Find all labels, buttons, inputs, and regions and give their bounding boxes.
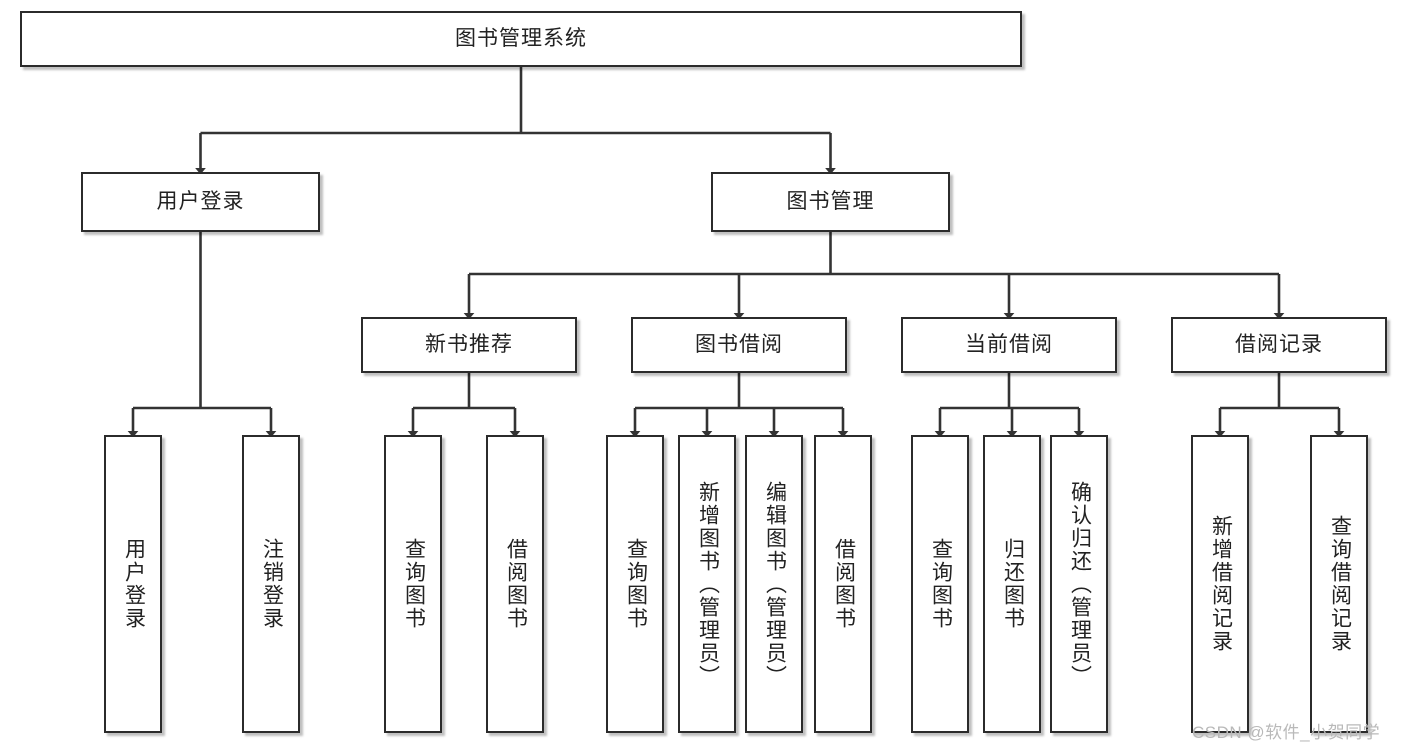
- node-newbook[interactable]: 新书推荐: [361, 317, 577, 373]
- node-bookmgmt[interactable]: 图书管理: [711, 172, 950, 232]
- node-l-rquery[interactable]: 查询借阅记录: [1310, 435, 1368, 733]
- watermark: CSDN @软件_小贺同学: [1192, 723, 1381, 742]
- node-login[interactable]: 用户登录: [81, 172, 320, 232]
- node-label: 归还图书: [1001, 538, 1025, 630]
- node-label: 新增借阅记录: [1209, 515, 1233, 653]
- node-l-bq[interactable]: 查询图书: [606, 435, 664, 733]
- edge-group: [127, 67, 1345, 438]
- node-label: 借阅图书: [504, 538, 528, 630]
- node-l-userlogin[interactable]: 用户登录: [104, 435, 162, 733]
- node-label: 查询图书: [402, 538, 426, 630]
- node-l-nb-borrow[interactable]: 借阅图书: [486, 435, 544, 733]
- node-label: 新书推荐: [425, 333, 513, 357]
- node-label: 查询图书: [929, 538, 953, 630]
- node-l-radd[interactable]: 新增借阅记录: [1191, 435, 1249, 733]
- node-label: 当前借阅: [965, 333, 1053, 357]
- node-root[interactable]: 图书管理系统: [20, 11, 1022, 67]
- node-label: 图书借阅: [695, 333, 783, 357]
- node-label: 借阅记录: [1235, 333, 1323, 357]
- node-l-bborrow[interactable]: 借阅图书: [814, 435, 872, 733]
- node-label: 用户登录: [156, 190, 245, 214]
- node-l-creturn[interactable]: 归还图书: [983, 435, 1041, 733]
- node-label: 用户登录: [122, 538, 146, 630]
- node-l-nb-query[interactable]: 查询图书: [384, 435, 442, 733]
- node-records[interactable]: 借阅记录: [1171, 317, 1387, 373]
- node-borrow[interactable]: 图书借阅: [631, 317, 847, 373]
- node-label: 图书管理系统: [455, 27, 587, 51]
- node-l-cq[interactable]: 查询图书: [911, 435, 969, 733]
- node-label: 编辑图书（管理员）: [763, 480, 787, 688]
- node-l-bedit[interactable]: 编辑图书（管理员）: [745, 435, 803, 733]
- node-label: 注销登录: [260, 538, 284, 630]
- node-current[interactable]: 当前借阅: [901, 317, 1117, 373]
- node-l-logout[interactable]: 注销登录: [242, 435, 300, 733]
- node-l-badd[interactable]: 新增图书（管理员）: [678, 435, 736, 733]
- node-label: 查询图书: [624, 538, 648, 630]
- node-label: 确认归还（管理员）: [1068, 480, 1092, 688]
- node-label: 新增图书（管理员）: [696, 480, 720, 688]
- node-label: 图书管理: [786, 190, 875, 214]
- node-label: 查询借阅记录: [1328, 515, 1352, 653]
- node-label: 借阅图书: [832, 538, 856, 630]
- node-l-cconfirm[interactable]: 确认归还（管理员）: [1050, 435, 1108, 733]
